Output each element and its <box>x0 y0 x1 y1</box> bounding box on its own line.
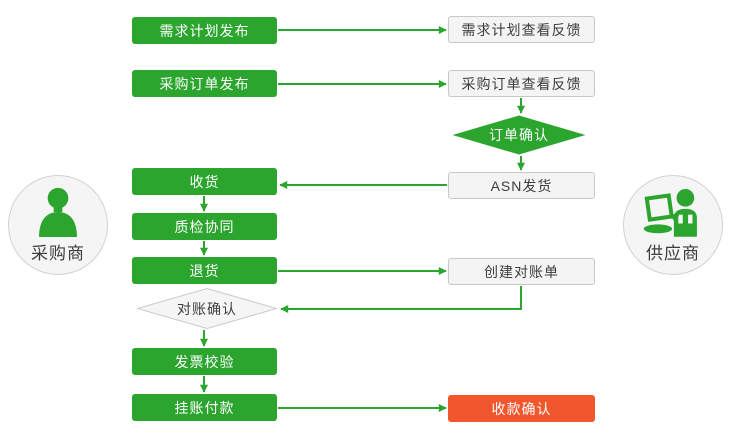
node-invoice-check: 发票校验 <box>132 348 277 375</box>
decision-label: 订单确认 <box>489 127 549 143</box>
node-label: 需求计划发布 <box>159 22 250 39</box>
node-label: 退货 <box>189 262 220 279</box>
node-collect-confirm: 收款确认 <box>448 395 595 422</box>
supplier-avatar: 供应商 <box>623 175 723 275</box>
decision-recon-confirm: 对账确认 <box>137 288 277 329</box>
node-label: 收款确认 <box>491 400 552 417</box>
buyer-label: 采购商 <box>31 244 85 263</box>
node-label: 发票校验 <box>174 353 235 370</box>
node-label: 需求计划查看反馈 <box>461 21 582 38</box>
node-label: 创建对账单 <box>484 263 559 280</box>
node-label: 采购订单发布 <box>159 75 250 92</box>
supplier-person-laptop-icon <box>642 186 704 238</box>
node-label: 挂账付款 <box>174 399 235 416</box>
node-return-goods: 退货 <box>132 257 277 284</box>
decision-label: 对账确认 <box>177 300 237 317</box>
decision-order-confirm: 订单确认 <box>452 115 586 155</box>
supplier-label: 供应商 <box>646 244 700 263</box>
node-create-statement: 创建对账单 <box>448 258 595 285</box>
buyer-person-icon <box>32 186 84 238</box>
node-po-feedback: 采购订单查看反馈 <box>448 70 595 97</box>
node-label: 采购订单查看反馈 <box>461 75 582 92</box>
node-book-payment: 挂账付款 <box>132 394 277 421</box>
node-label: 收货 <box>189 173 220 190</box>
node-asn-ship: ASN发货 <box>448 172 595 199</box>
node-demand-plan-feedback: 需求计划查看反馈 <box>448 16 595 43</box>
node-label: ASN发货 <box>490 177 553 194</box>
node-quality-collab: 质检协同 <box>132 213 277 240</box>
buyer-avatar: 采购商 <box>8 175 108 275</box>
node-label: 质检协同 <box>174 218 235 235</box>
node-receive-goods: 收货 <box>132 168 277 195</box>
node-po-publish: 采购订单发布 <box>132 70 277 97</box>
node-demand-plan-publish: 需求计划发布 <box>132 17 277 44</box>
